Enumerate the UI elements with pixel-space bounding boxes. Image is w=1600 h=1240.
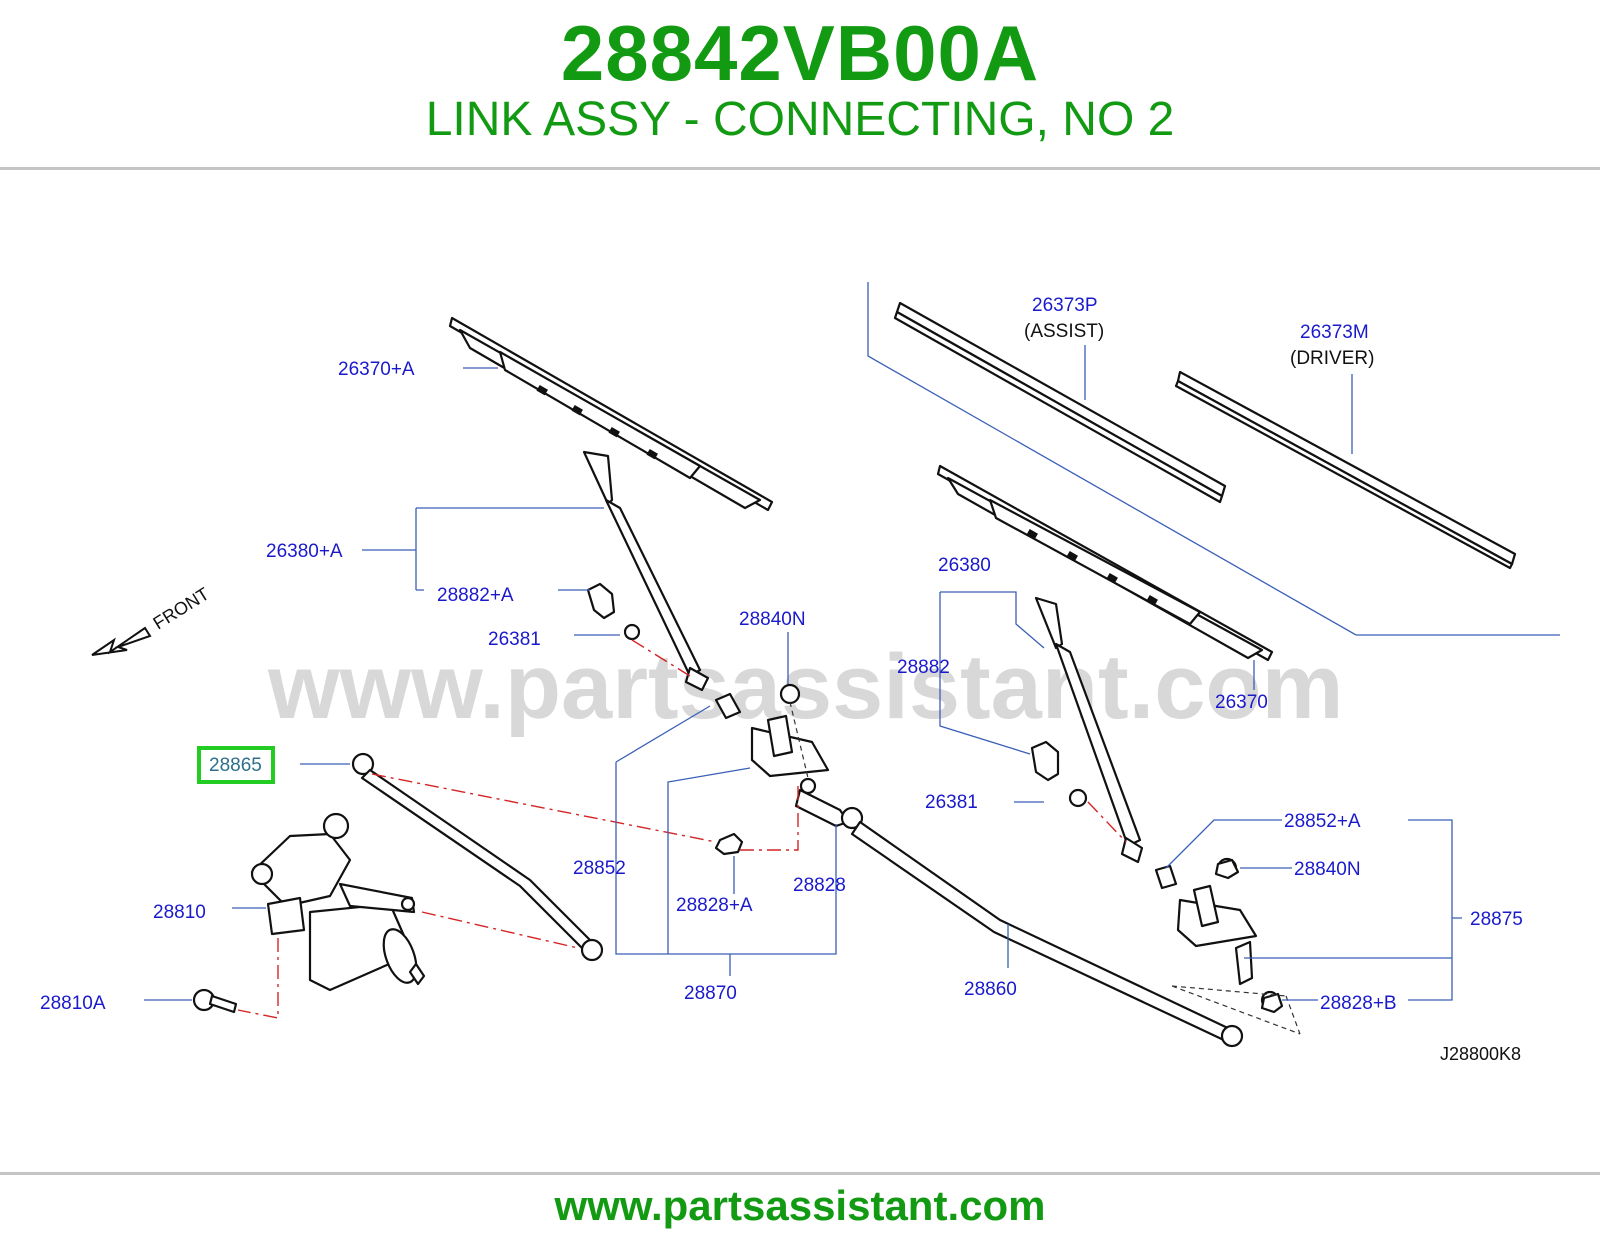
callout-26380[interactable]: 26380 [938, 555, 991, 576]
nut-28828B [1260, 992, 1284, 1014]
callout-28860[interactable]: 28860 [964, 979, 1017, 1000]
pivot-assembly-left [714, 683, 850, 828]
leader-lines [144, 345, 1462, 1001]
callout-28852[interactable]: 28852 [573, 858, 626, 879]
front-direction-arrow: FRONT [91, 584, 213, 656]
page-header: 28842VB00A LINK ASSY - CONNECTING, NO 2 [0, 0, 1600, 170]
callout-26370[interactable]: 26370 [1215, 692, 1268, 713]
callout-26381-left[interactable]: 26381 [488, 629, 541, 650]
phantom-line-5 [1087, 801, 1127, 843]
callout-28870[interactable]: 28870 [684, 983, 737, 1004]
diagram-code: J28800K8 [1440, 1044, 1521, 1064]
refill-group-bracket [867, 282, 1560, 636]
callout-28828A[interactable]: 28828+A [676, 895, 753, 916]
callout-28840N-right[interactable]: 28840N [1294, 859, 1361, 880]
callout-28828[interactable]: 28828 [793, 875, 846, 896]
footer-url[interactable]: www.partsassistant.com [554, 1182, 1046, 1229]
callout-26380A[interactable]: 26380+A [266, 541, 343, 562]
callout-28875[interactable]: 28875 [1470, 909, 1523, 930]
phantom-line-2 [740, 784, 799, 851]
wiper-motor [250, 812, 426, 992]
dashed-line-2 [1171, 985, 1301, 1035]
front-label: FRONT [150, 584, 213, 634]
callout-assist: (ASSIST) [1024, 321, 1104, 342]
callout-28840N-left[interactable]: 28840N [739, 609, 806, 630]
callout-28865[interactable]: 28865 [209, 755, 262, 776]
callout-28810[interactable]: 28810 [153, 902, 206, 923]
highlight-box-28865 [197, 746, 275, 784]
callout-26373M[interactable]: 26373M [1300, 322, 1369, 343]
phantom-line-4 [237, 938, 279, 1019]
phantom-line-1 [371, 773, 717, 843]
connecting-link-no1 [840, 806, 1244, 1048]
blade-refill-driver [1174, 370, 1517, 570]
callout-26373P[interactable]: 26373P [1032, 295, 1098, 316]
callout-28852A[interactable]: 28852+A [1284, 811, 1361, 832]
nut-28840N-right [1214, 858, 1240, 880]
watermark-text: www.partsassistant.com [267, 636, 1343, 738]
callout-26370A[interactable]: 26370+A [338, 359, 415, 380]
blade-refill-assist [893, 301, 1227, 504]
connecting-link-no2 [351, 752, 604, 962]
callout-26381-right[interactable]: 26381 [925, 792, 978, 813]
wiper-blade-right [936, 464, 1274, 662]
nut-28828A [714, 832, 744, 856]
wiper-arm-right [1030, 596, 1144, 864]
part-description: LINK ASSY - CONNECTING, NO 2 [425, 93, 1175, 146]
callout-28882A[interactable]: 28882+A [437, 585, 514, 606]
callout-driver: (DRIVER) [1290, 348, 1374, 369]
motor-bolt [192, 988, 238, 1014]
header-divider [0, 167, 1600, 170]
part-number-title: 28842VB00A [560, 9, 1040, 97]
dashed-line-1 [789, 701, 809, 779]
phantom-line-6 [631, 639, 691, 677]
wiper-blade-left [448, 316, 774, 512]
footer-divider [0, 1172, 1600, 1175]
callout-28882[interactable]: 28882 [897, 657, 950, 678]
wiper-arm-left [582, 450, 710, 692]
callout-28828B[interactable]: 28828+B [1320, 993, 1397, 1014]
callout-28810A[interactable]: 28810A [40, 993, 106, 1014]
